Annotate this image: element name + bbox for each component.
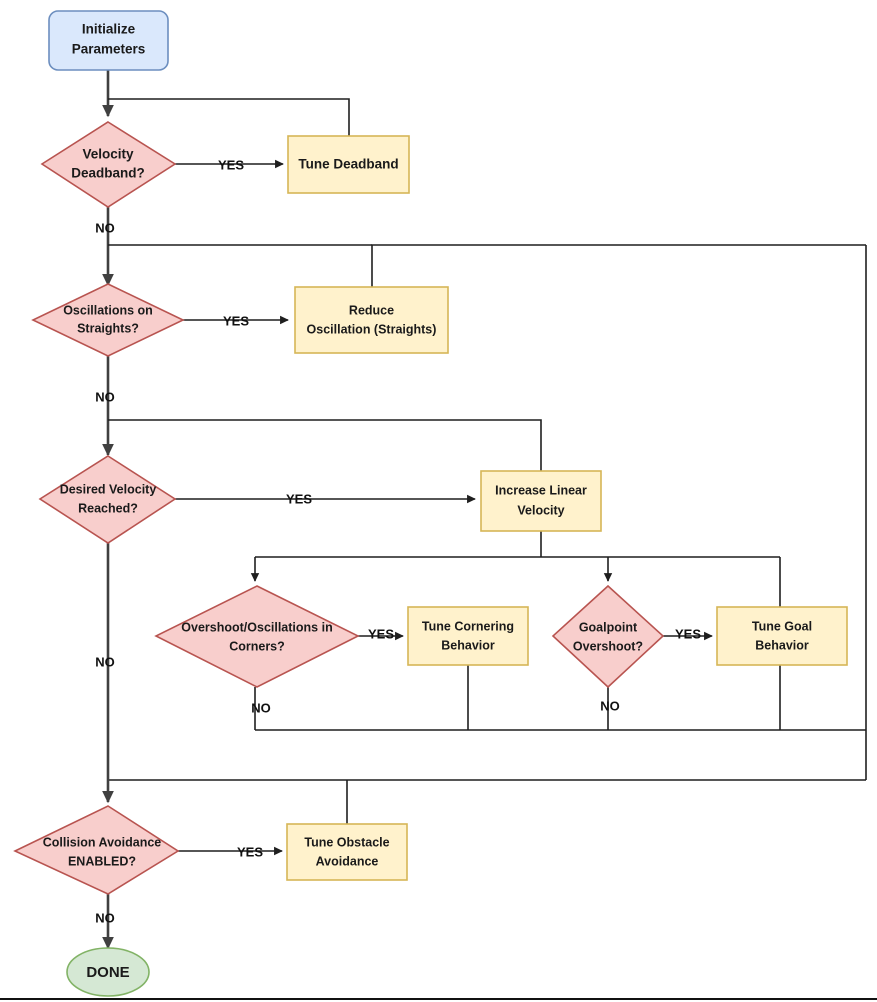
velocity-deadband-shape	[40, 121, 177, 208]
collision-avoidance-shape	[13, 805, 180, 895]
increase-linear-velocity-label-line1: Increase Linear	[495, 483, 587, 497]
edge-label-desired-velocity-yes: YES	[286, 491, 312, 506]
collision-avoidance-label-line2: ENABLED?	[68, 854, 136, 868]
done-shape	[66, 947, 150, 997]
edge-label-overshoot-yes: YES	[368, 626, 394, 641]
edge-layer	[102, 70, 867, 950]
tune-goal-shape	[716, 606, 848, 666]
node-collision-avoidance[interactable]: Collision Avoidance ENABLED?	[13, 805, 180, 895]
collision-avoidance-label-line1: Collision Avoidance	[43, 835, 162, 849]
node-tune-deadband[interactable]: Tune Deadband	[287, 135, 410, 194]
edge-label-velocity-deadband-no: NO	[95, 220, 115, 235]
node-initialize-parameters[interactable]: Initialize Parameters	[48, 10, 169, 71]
reduce-oscillation-label-line1: Reduce	[349, 303, 394, 317]
increase-linear-velocity-label-line2: Velocity	[517, 503, 564, 517]
node-oscillations-straights[interactable]: Oscillations on Straights?	[31, 283, 185, 357]
tune-deadband-label: Tune Deadband	[298, 157, 398, 172]
reduce-oscillation-label-line2: Oscillation (Straights)	[307, 322, 437, 336]
reduce-oscillation-shape	[294, 286, 449, 354]
node-overshoot-corners[interactable]: Overshoot/Oscillations in Corners?	[154, 585, 360, 688]
oscillations-straights-label-line2: Straights?	[77, 321, 139, 335]
initialize-parameters-label-line1: Initialize	[82, 22, 136, 37]
node-done[interactable]: DONE	[66, 947, 150, 997]
desired-velocity-shape	[38, 455, 177, 544]
node-desired-velocity[interactable]: Desired Velocity Reached?	[38, 455, 177, 544]
tune-cornering-label-line2: Behavior	[441, 638, 495, 652]
tune-goal-label-line2: Behavior	[755, 638, 809, 652]
node-tune-obstacle[interactable]: Tune Obstacle Avoidance	[286, 823, 408, 881]
tune-goal-label-line1: Tune Goal	[752, 619, 812, 633]
edge-label-collision-no: NO	[95, 910, 115, 925]
node-increase-linear-velocity[interactable]: Increase Linear Velocity	[480, 470, 602, 532]
node-velocity-deadband[interactable]: Velocity Deadband?	[40, 121, 177, 208]
node-tune-cornering[interactable]: Tune Cornering Behavior	[407, 606, 529, 666]
tune-obstacle-label-line2: Avoidance	[316, 854, 379, 868]
velocity-deadband-label-line2: Deadband?	[71, 166, 145, 181]
tune-obstacle-label-line1: Tune Obstacle	[304, 835, 389, 849]
oscillations-straights-shape	[31, 283, 185, 357]
tune-cornering-shape	[407, 606, 529, 666]
tune-deadband-shape	[287, 135, 410, 194]
goalpoint-overshoot-shape	[551, 584, 665, 689]
desired-velocity-label-line1: Desired Velocity	[60, 482, 157, 496]
increase-linear-velocity-shape	[480, 470, 602, 532]
velocity-deadband-label-line1: Velocity	[82, 147, 134, 162]
edge-reduce-oscillation-up	[371, 244, 866, 287]
oscillations-straights-label-line1: Oscillations on	[63, 303, 153, 317]
tune-obstacle-shape	[286, 823, 408, 881]
overshoot-corners-label-line1: Overshoot/Oscillations in	[181, 620, 332, 634]
edge-label-oscillations-yes: YES	[223, 313, 249, 328]
edge-label-overshoot-no: NO	[251, 700, 271, 715]
edge-label-velocity-deadband-yes: YES	[218, 157, 244, 172]
goalpoint-overshoot-label-line2: Overshoot?	[573, 639, 643, 653]
edge-label-desired-velocity-no: NO	[95, 654, 115, 669]
node-goalpoint-overshoot[interactable]: Goalpoint Overshoot?	[551, 584, 665, 689]
edge-label-collision-yes: YES	[237, 844, 263, 859]
edge-tune-deadband-return	[108, 98, 350, 136]
desired-velocity-label-line2: Reached?	[78, 501, 138, 515]
edge-increase-velocity-return	[108, 419, 542, 471]
done-label: DONE	[86, 964, 129, 981]
initialize-parameters-shape	[48, 10, 169, 71]
tune-cornering-label-line1: Tune Cornering	[422, 619, 514, 633]
overshoot-corners-label-line2: Corners?	[229, 639, 285, 653]
initialize-parameters-label-line2: Parameters	[72, 42, 146, 57]
node-reduce-oscillation[interactable]: Reduce Oscillation (Straights)	[294, 286, 449, 354]
overshoot-corners-shape	[154, 585, 360, 688]
goalpoint-overshoot-label-line1: Goalpoint	[579, 620, 638, 634]
node-tune-goal[interactable]: Tune Goal Behavior	[716, 606, 848, 666]
edge-label-goalpoint-no: NO	[600, 698, 620, 713]
edge-label-goalpoint-yes: YES	[675, 626, 701, 641]
edge-label-oscillations-no: NO	[95, 389, 115, 404]
